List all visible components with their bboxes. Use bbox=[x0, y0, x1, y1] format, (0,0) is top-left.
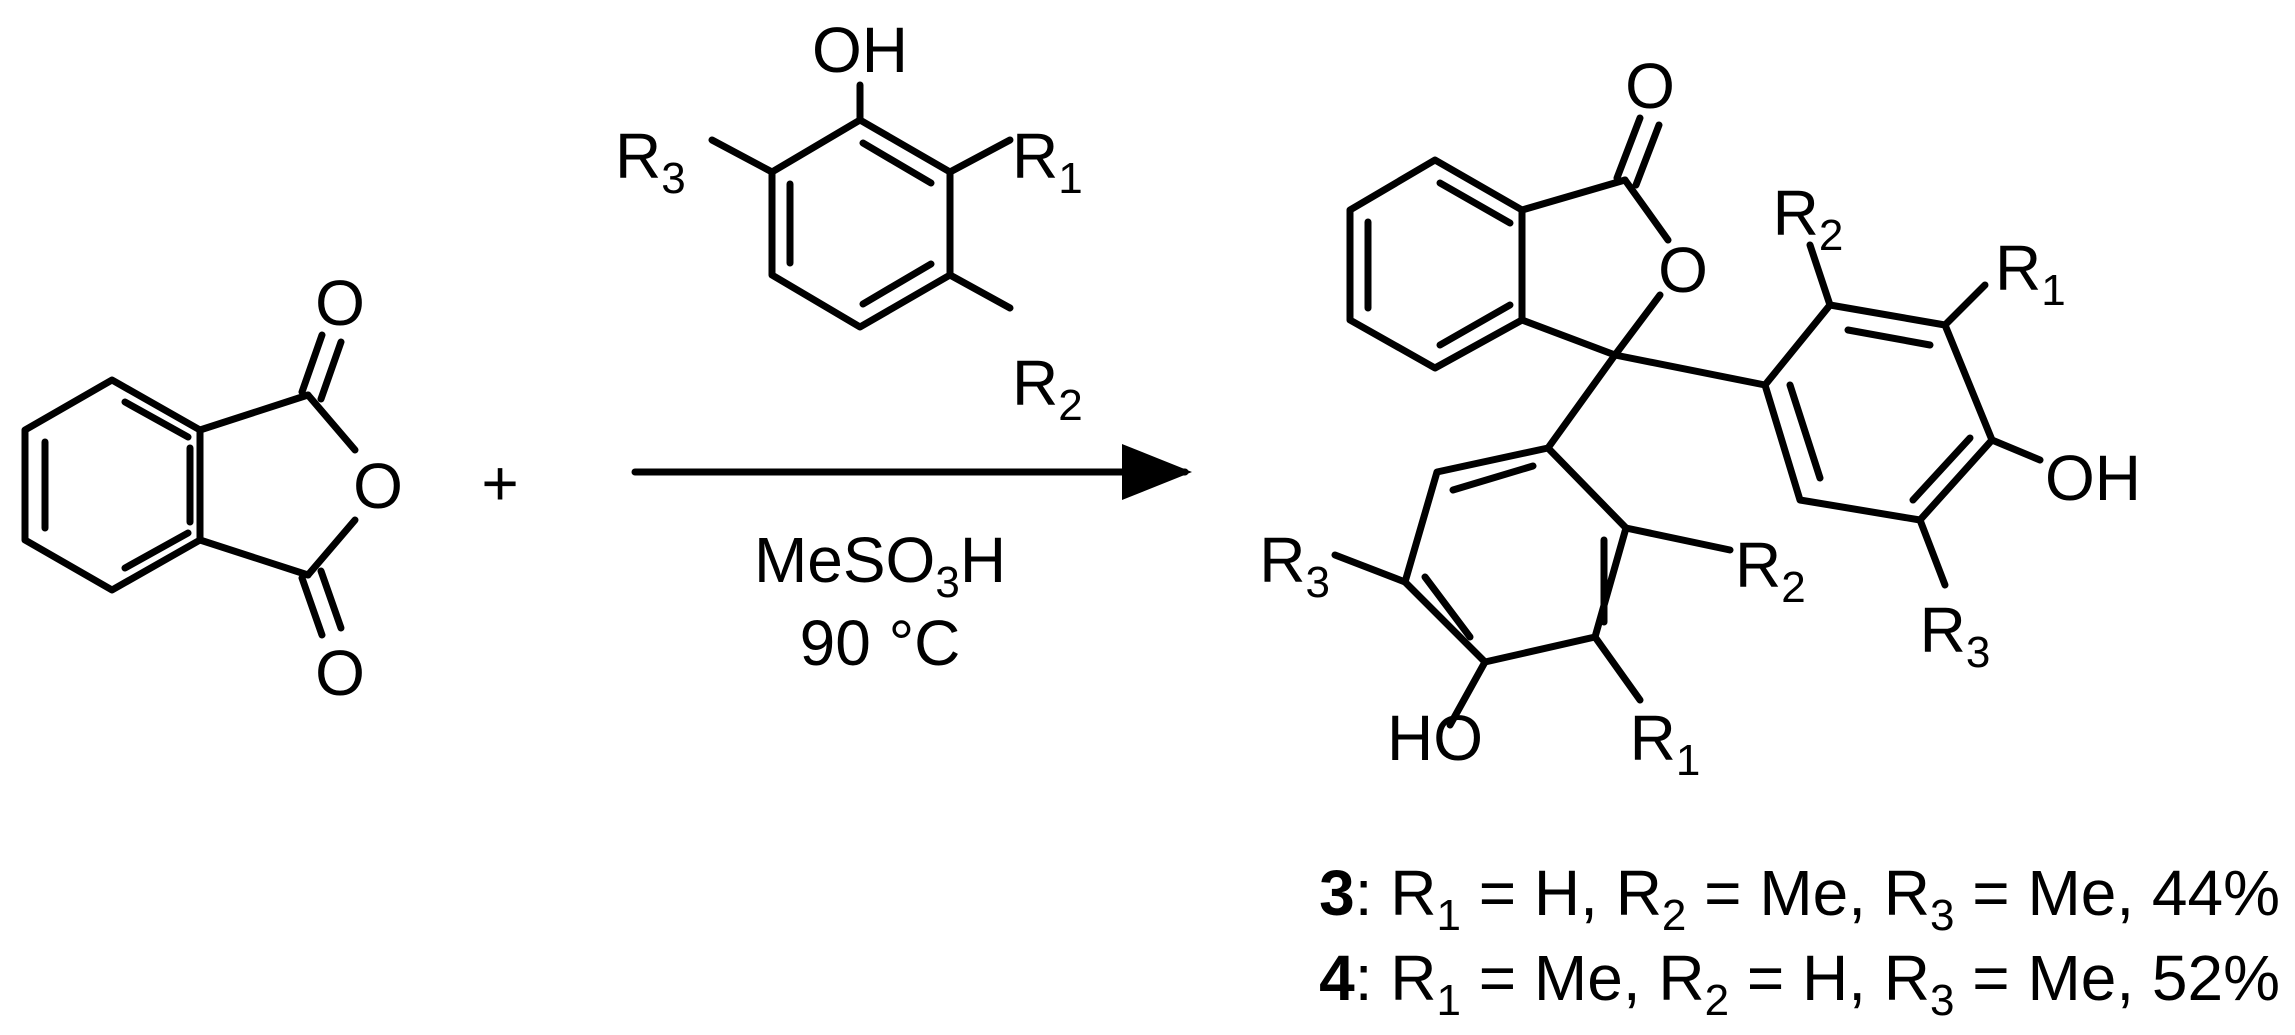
product-upper-oh: OH bbox=[2045, 442, 2141, 514]
product-upper-r3: R3 bbox=[1920, 594, 1991, 677]
ring-oxygen: O bbox=[353, 450, 403, 522]
phthalein-product: O O R2 R1 OH R3 R3 R2 HO R1 bbox=[1259, 50, 2141, 785]
product-lactone-oxygen: O bbox=[1658, 234, 1708, 306]
product-lower-r3: R3 bbox=[1259, 524, 1330, 607]
phenol-r2: R2 bbox=[1012, 347, 1083, 430]
temperature-label: 90 °C bbox=[800, 607, 961, 679]
reagent-label: MeSO3H bbox=[754, 524, 1006, 607]
phenol-oh: OH bbox=[812, 14, 908, 86]
phenol-r3: R3 bbox=[615, 120, 686, 203]
carbonyl-oxygen-top: O bbox=[315, 267, 365, 339]
product-carbonyl-oxygen: O bbox=[1625, 50, 1675, 122]
anhydride-bonds bbox=[21, 331, 359, 639]
result-compound-4: 4: R1 = Me, R2 = H, R3 = Me, 52% bbox=[1319, 942, 2280, 1025]
product-lower-ho: HO bbox=[1387, 702, 1483, 774]
product-upper-r2: R2 bbox=[1773, 177, 1844, 260]
plus-sign: + bbox=[481, 447, 518, 519]
product-upper-r1: R1 bbox=[1995, 232, 2066, 315]
product-lower-r2: R2 bbox=[1735, 529, 1806, 612]
product-bonds bbox=[1331, 114, 2044, 729]
phenol-bonds bbox=[708, 81, 1014, 331]
result-compound-3: 3: R1 = H, R2 = Me, R3 = Me, 44% bbox=[1319, 857, 2280, 940]
product-lower-r1: R1 bbox=[1630, 702, 1701, 785]
phenol-r1: R1 bbox=[1012, 120, 1083, 203]
carbonyl-oxygen-bottom: O bbox=[315, 637, 365, 709]
phthalic-anhydride: O O O bbox=[21, 267, 403, 709]
substituted-phenol: OH R1 R2 R3 bbox=[615, 14, 1083, 430]
